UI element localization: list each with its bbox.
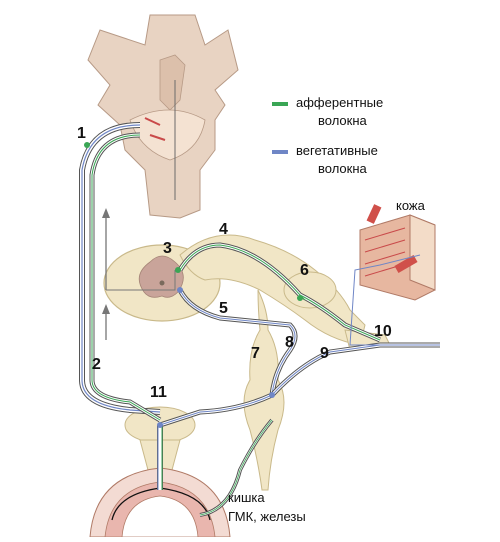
legend-afferent-swatch	[272, 102, 288, 106]
callout-3: 3	[163, 240, 172, 257]
nerve-tissue	[124, 234, 391, 491]
callout-11: 11	[150, 384, 167, 401]
gut-section	[89, 467, 231, 538]
legend-autonomic-line1: вегетативные	[296, 143, 378, 158]
legend-afferent-line2: волокна	[318, 113, 367, 128]
callout-1: 1	[77, 125, 86, 142]
legend-autonomic-swatch	[272, 150, 288, 154]
ascending-arrows	[102, 208, 176, 340]
brainstem	[87, 14, 239, 219]
legend-autonomic-line2: волокна	[318, 161, 367, 176]
callout-5: 5	[219, 300, 228, 317]
neuron-bodies	[84, 142, 303, 428]
callout-2: 2	[92, 356, 101, 373]
callout-8: 8	[285, 334, 294, 351]
gut-label: кишка	[228, 490, 265, 505]
callout-9: 9	[320, 345, 329, 362]
effectors-label: ГМК, железы	[228, 509, 306, 524]
skin-label: кожа	[396, 198, 425, 213]
prevertebral-neuron	[157, 422, 163, 428]
callout-6: 6	[300, 262, 309, 279]
chain-ganglion-neuron	[269, 392, 275, 398]
legend-afferent-line1: афферентные	[296, 95, 384, 110]
callout-4: 4	[219, 221, 228, 238]
skin-block	[359, 204, 436, 301]
callout-10: 10	[374, 323, 392, 340]
ganglion-neuron	[297, 295, 303, 301]
lateral-horn-neuron	[177, 287, 183, 293]
dorsal-horn-neuron	[175, 267, 181, 273]
vagal-sensory-neuron	[84, 142, 90, 148]
fiber-pathways	[79, 122, 440, 517]
callout-7: 7	[251, 345, 260, 362]
